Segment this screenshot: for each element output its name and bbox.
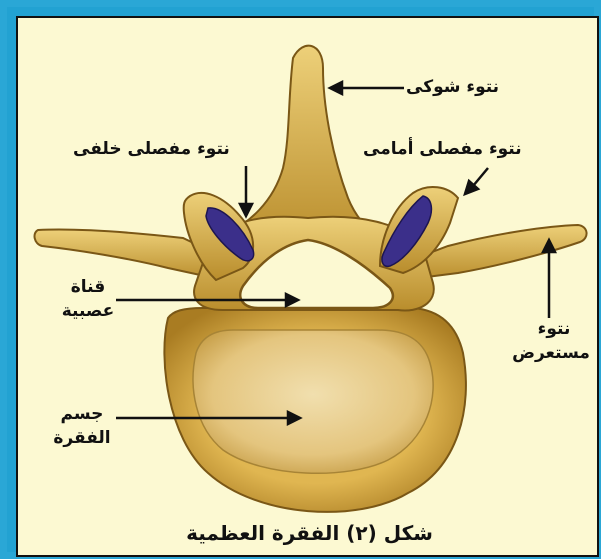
vertebral-body [164, 308, 466, 512]
neural-canal-label-line2: عصبية [58, 300, 118, 322]
spinous-process-label: نتوء شوكى [406, 76, 499, 98]
anterior-articular-process-label: نتوء مفصلى أمامى [363, 138, 522, 160]
vertebral-body-label-line2: الفقرة [50, 427, 114, 449]
vertebral-arch [35, 46, 587, 311]
neural-canal-label-line1: قناة [58, 276, 118, 298]
vertebral-body-label-line1: جسم [50, 403, 114, 425]
posterior-articular-process-label: نتوء مفصلى خلفى [73, 138, 230, 160]
figure-panel: نتوء شوكى نتوء مفصلى خلفى نتوء مفصلى أما… [16, 16, 599, 557]
figure-caption: شكل (٢) الفقرة العظمية [18, 521, 599, 545]
transverse-process-label-line2: مستعرض [506, 342, 596, 364]
transverse-process-label-line1: نتوء [514, 318, 594, 340]
